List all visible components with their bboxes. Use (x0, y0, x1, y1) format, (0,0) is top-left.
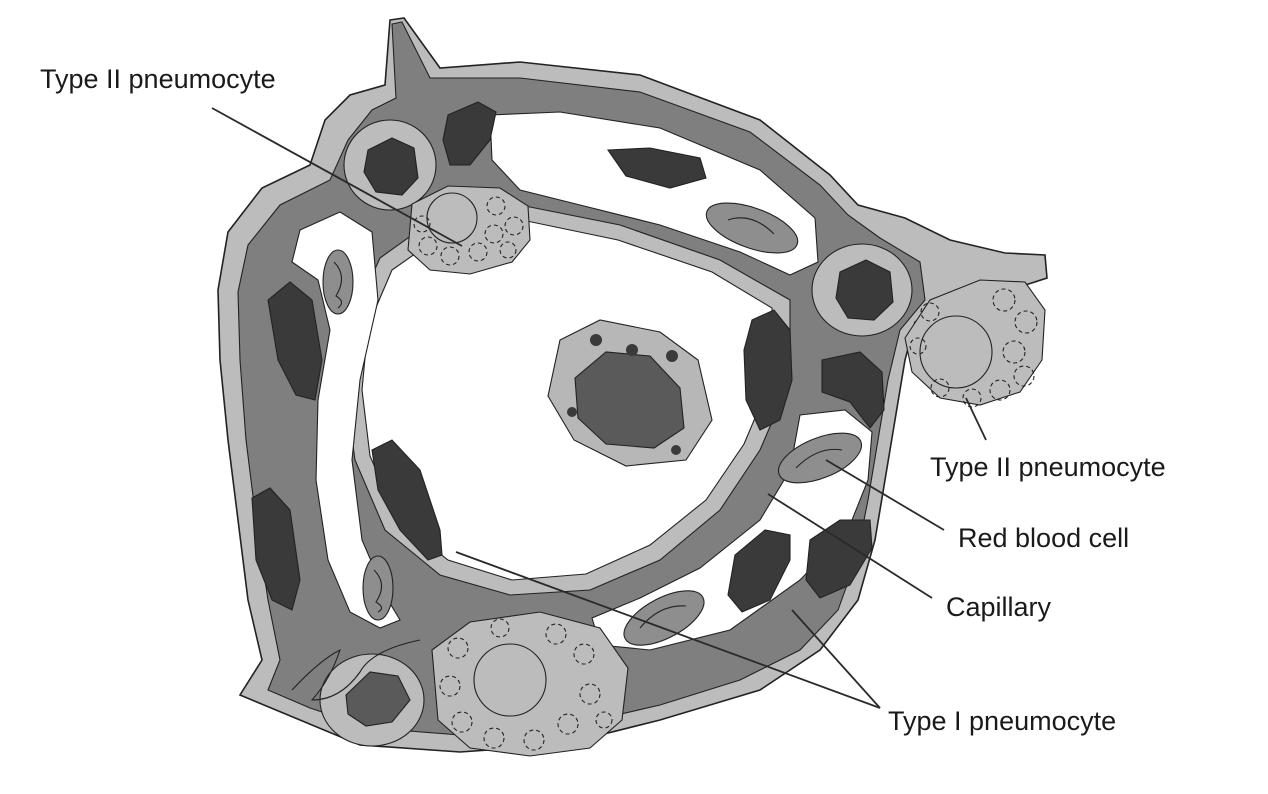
rbc-bottom-fold (639, 605, 687, 629)
rbc-right (777, 432, 863, 484)
endothelial-nucleus-5 (743, 309, 793, 431)
endothelial-nucleus-8 (727, 529, 791, 613)
rbc-left-1 (322, 249, 354, 315)
label-red-blood-cell: Red blood cell (958, 523, 1129, 553)
label-type2-pneumocyte-right: Type II pneumocyte (930, 452, 1166, 482)
rbc-left-2 (362, 555, 394, 621)
endothelial-nucleus-6 (821, 351, 885, 429)
endothelial-nucleus-4 (606, 147, 707, 189)
rbc-left-1-fold (333, 261, 343, 309)
rbc-left-2-fold (373, 569, 383, 613)
leader-type2-right (965, 397, 987, 441)
endothelial-nucleus-9 (442, 101, 497, 166)
leader-capillary (767, 493, 933, 599)
type2-pneumocyte-top (407, 185, 531, 275)
rbc-top-fold (727, 217, 775, 235)
elastic-fibre (291, 639, 421, 701)
alveolar-macrophage (547, 319, 713, 467)
cell-right-nucleus (835, 259, 894, 321)
leader-red-blood-cell (825, 459, 945, 531)
leader-type1-a (455, 551, 881, 709)
rbc-bottom (623, 590, 705, 646)
endothelial-nucleus-7 (805, 519, 873, 599)
endothelial-nucleus-3 (371, 439, 443, 561)
label-capillary: Capillary (946, 592, 1052, 622)
rbc-right-fold (795, 448, 843, 469)
type2-pneumocyte-right (904, 279, 1046, 408)
leader-type2-top (211, 107, 463, 247)
endothelial-nucleus-1 (267, 281, 323, 401)
cell-top-left-nucleus (363, 137, 419, 196)
rbc-top (705, 202, 799, 254)
cell-bottom-left-nucleus (345, 671, 411, 727)
capillary-left (291, 211, 401, 629)
label-type2-pneumocyte-top: Type II pneumocyte (40, 64, 276, 94)
label-type1-pneumocyte: Type I pneumocyte (888, 706, 1116, 736)
leader-type1-b (791, 609, 881, 709)
endothelial-nucleus-2 (251, 487, 301, 611)
type2-pneumocyte-bottom (431, 611, 629, 757)
